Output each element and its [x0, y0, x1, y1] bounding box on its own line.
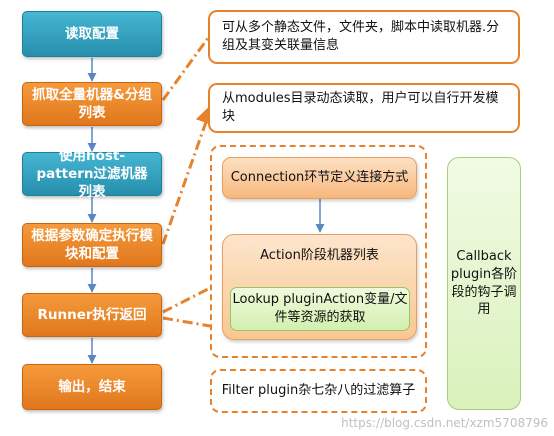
filter-plugin-box: Filter plugin杂七杂八的过滤算子: [210, 369, 427, 413]
action-text: Action阶段机器列表: [260, 248, 379, 263]
step-determine-module: 根据参数确定执行模块和配置: [22, 223, 162, 267]
step-label: 根据参数确定执行模块和配置: [31, 227, 153, 262]
lookup-text: Lookup pluginAction变量/文件等资源的获取: [232, 292, 408, 325]
callback-text: Callback plugin各阶段的钩子调用: [450, 249, 518, 318]
step-fetch-machines: 抓取全量机器&分组列表: [22, 82, 162, 126]
runner-plugin-group: [210, 145, 427, 358]
callback-plugin-box: Callback plugin各阶段的钩子调用: [447, 157, 521, 410]
step-label: Runner执行返回: [37, 306, 147, 323]
lookup-plugin-box: Lookup pluginAction变量/文件等资源的获取: [230, 287, 410, 331]
step-runner-execute: Runner执行返回: [22, 293, 162, 337]
step-label: 读取配置: [65, 25, 119, 42]
step-read-config: 读取配置: [22, 11, 162, 57]
watermark: https://blog.csdn.net/xzm5708796: [341, 416, 548, 430]
step-label: 输出，结束: [58, 378, 126, 395]
note-text: 可从多个静态文件，文件夹，脚本中读取机器.分组及其变关联量信息: [222, 20, 500, 53]
connection-text: Connection环节定义连接方式: [230, 170, 409, 186]
step-host-pattern-filter: 使用host-pattern过滤机器列表: [22, 148, 162, 200]
modules-note: 从modules目录动态读取，用户可以自行开发模块: [208, 83, 520, 133]
link-step5-to-runner-group-bottom: [162, 316, 211, 328]
link-step4-to-modules-note: [161, 103, 216, 245]
connection-box: Connection环节定义连接方式: [222, 157, 417, 199]
filter-text: Filter plugin杂七杂八的过滤算子: [221, 383, 416, 399]
step-label: 使用host-pattern过滤机器列表: [36, 147, 148, 201]
link-step5-to-runner-group-top: [162, 286, 211, 314]
step-output-end: 输出，结束: [22, 364, 162, 410]
note-text: 从modules目录动态读取，用户可以自行开发模块: [222, 91, 499, 124]
step-label: 抓取全量机器&分组列表: [32, 86, 152, 121]
config-sources-note: 可从多个静态文件，文件夹，脚本中读取机器.分组及其变关联量信息: [208, 10, 520, 64]
link-step2-to-config-note: [161, 37, 210, 101]
